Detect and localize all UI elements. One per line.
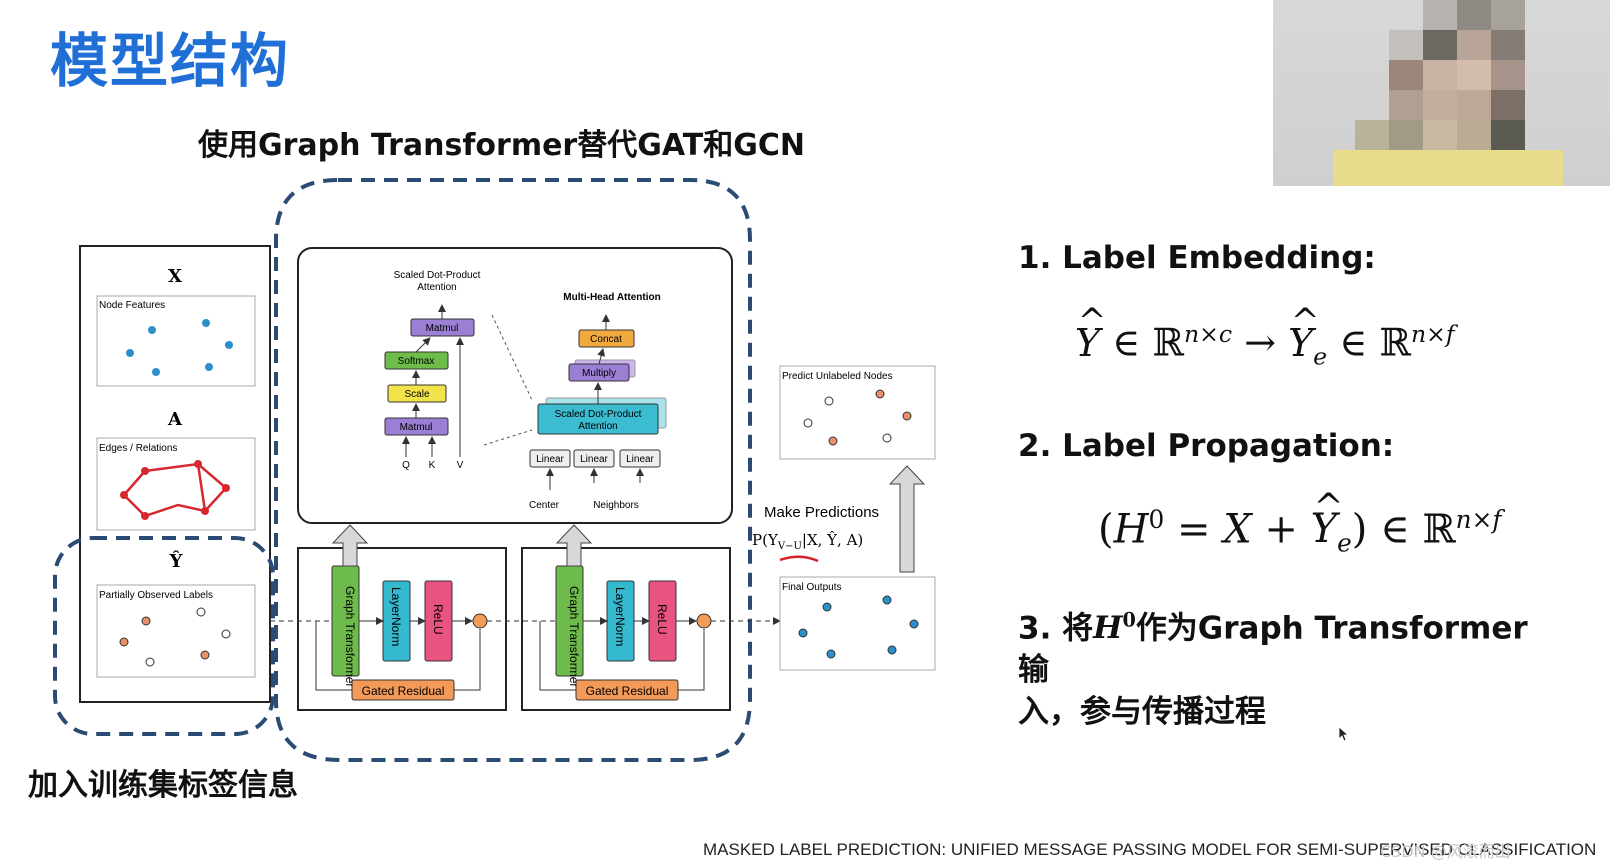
sdpa-softmax-label: Softmax	[398, 356, 435, 367]
mha-linear-3: Linear	[626, 454, 654, 465]
sdpa-input-q: Q	[402, 460, 410, 471]
layer1-relu-label: ReLU	[431, 604, 445, 635]
webcam-video	[1273, 0, 1610, 186]
final-outputs-label: Final Outputs	[782, 582, 841, 593]
node-features-panel	[96, 295, 256, 387]
y-hat-symbol: Ŷ	[169, 549, 184, 572]
sdpa-matmul-top-label: Matmul	[426, 323, 459, 334]
node-features-label: Node Features	[99, 300, 165, 311]
sdpa-input-v: V	[457, 460, 464, 471]
predict-unlabeled-nodes	[803, 389, 912, 446]
step3-h0: H0	[1093, 609, 1136, 647]
mha-linear-blocks	[529, 449, 661, 468]
step2-title: 2. Label Propagation:	[1018, 428, 1395, 464]
mha-sdpa-label-1: Scaled Dot-Product	[555, 409, 642, 420]
mha-neighbors-label: Neighbors	[593, 500, 639, 511]
architecture-diagram: X Node Features A Edges / Relations Ŷ Pa…	[53, 178, 936, 762]
layer1-graph-transformer-label: Graph Transformer	[343, 586, 357, 687]
slide-title: 模型结构	[50, 27, 291, 95]
sdpa-scale-label: Scale	[404, 389, 429, 400]
attention-detail-box	[297, 247, 733, 524]
layer2-sum-node	[696, 613, 712, 629]
step1-title: 1. Label Embedding:	[1018, 240, 1376, 276]
layer2-gated-residual-label: Gated Residual	[586, 684, 669, 698]
final-output-nodes	[798, 595, 919, 659]
sdpa-zoom-line-1	[491, 314, 533, 401]
edges-panel	[96, 437, 256, 531]
mha-arrows	[546, 314, 644, 490]
layer2-up-arrow	[555, 524, 593, 567]
sdpa-arrows	[402, 304, 464, 457]
sdpa-zoom-line-2	[483, 429, 533, 446]
layer1-layernorm-label: LayerNorm	[389, 587, 403, 646]
sdpa-matmul-bottom-label: Matmul	[400, 422, 433, 433]
sdpa-title-1: Scaled Dot-Product	[394, 270, 481, 281]
csdn-watermark: CSDN @风滚而出	[1380, 842, 1511, 861]
partial-labels-label: Partially Observed Labels	[99, 590, 213, 601]
x-symbol: X	[168, 266, 182, 287]
flow-lines	[270, 617, 781, 691]
left-caption: 加入训练集标签信息	[28, 768, 298, 803]
mha-center-label: Center	[529, 500, 560, 511]
mha-title: Multi-Head Attention	[563, 292, 660, 303]
label-input-highlight	[53, 536, 275, 736]
step3-text: 3. 将H0作为Graph Transformer 输 入，参与传播过程	[1018, 609, 1528, 731]
final-outputs-panel	[779, 576, 936, 671]
predict-unlabeled-label: Predict Unlabeled Nodes	[782, 371, 893, 382]
node-features-nodes	[126, 319, 233, 376]
a-symbol: A	[167, 409, 183, 430]
layer1-up-arrow	[331, 524, 369, 567]
mha-multiply-label: Multiply	[582, 368, 616, 379]
step1-formula: Y ∈ ℝn×c → Ye ∈ ℝn×f	[1075, 302, 1455, 370]
layer2-layernorm-label: LayerNorm	[613, 587, 627, 646]
edge-graph	[122, 462, 228, 518]
make-predictions-label: Make Predictions	[764, 504, 879, 521]
prediction-formula: P(YV−U|X, Ŷ, A)	[752, 531, 863, 552]
mha-concat-label: Concat	[590, 334, 622, 345]
layer2-relu-label: ReLU	[655, 604, 669, 635]
step2-formula: (H0 = X + Ye) ∈ ℝn×f	[1098, 487, 1502, 558]
sdpa-scale	[387, 384, 447, 403]
edges-label: Edges / Relations	[99, 443, 177, 454]
sdpa-title-2: Attention	[417, 282, 456, 293]
sdpa-input-k: K	[429, 460, 436, 471]
paper-reference: MASKED LABEL PREDICTION: UNIFIED MESSAGE…	[703, 840, 1597, 859]
mha-sdpa-label-2: Attention	[578, 421, 617, 432]
graph-transformer-highlight	[274, 178, 752, 762]
partial-label-nodes	[119, 607, 231, 667]
mha-linear-1: Linear	[536, 454, 564, 465]
slide-subtitle: 使用Graph Transformer替代GAT和GCN	[198, 128, 805, 163]
layer1-gated-residual-label: Gated Residual	[362, 684, 445, 698]
mouse-cursor-icon	[1338, 726, 1350, 742]
predictions-up-arrow	[888, 465, 926, 573]
layer2-graph-transformer-label: Graph Transformer	[567, 586, 581, 687]
mha-linear-2: Linear	[580, 454, 608, 465]
layer1-sum-node	[472, 613, 488, 629]
edge-graph-nodes	[120, 460, 230, 520]
red-underline-annotation	[779, 555, 819, 563]
